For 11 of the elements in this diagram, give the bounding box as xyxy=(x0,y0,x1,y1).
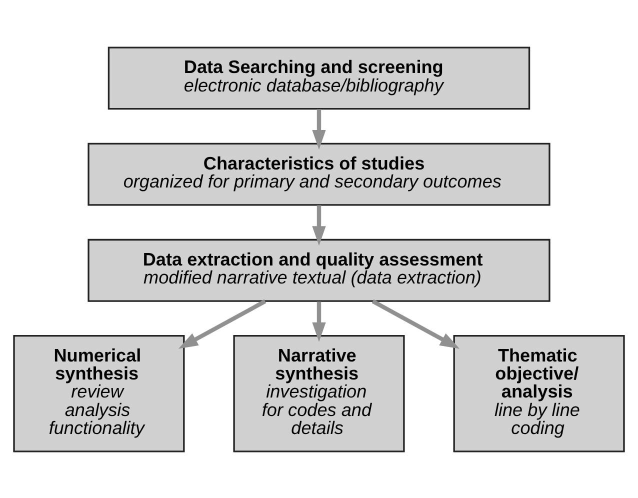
arrow xyxy=(312,301,326,342)
arrow xyxy=(178,298,266,348)
node-box: Characteristics of studies organized for primary and secondary outcomes xyxy=(88,142,550,206)
node-box: Data Searching and screening electronic database/bibliography xyxy=(108,46,530,110)
node-box: Numerical synthesis review analysis functionality xyxy=(13,334,185,452)
arrow xyxy=(312,204,326,246)
node-box: Thematic objective/ analysis line by line coding xyxy=(453,334,625,452)
arrow xyxy=(372,298,460,348)
arrow xyxy=(312,108,326,150)
node-box: Narrative synthesis investigation for codes and details xyxy=(233,334,405,452)
node-box: Data extraction and quality assessment modified narrative textual (data extraction) xyxy=(88,238,550,302)
